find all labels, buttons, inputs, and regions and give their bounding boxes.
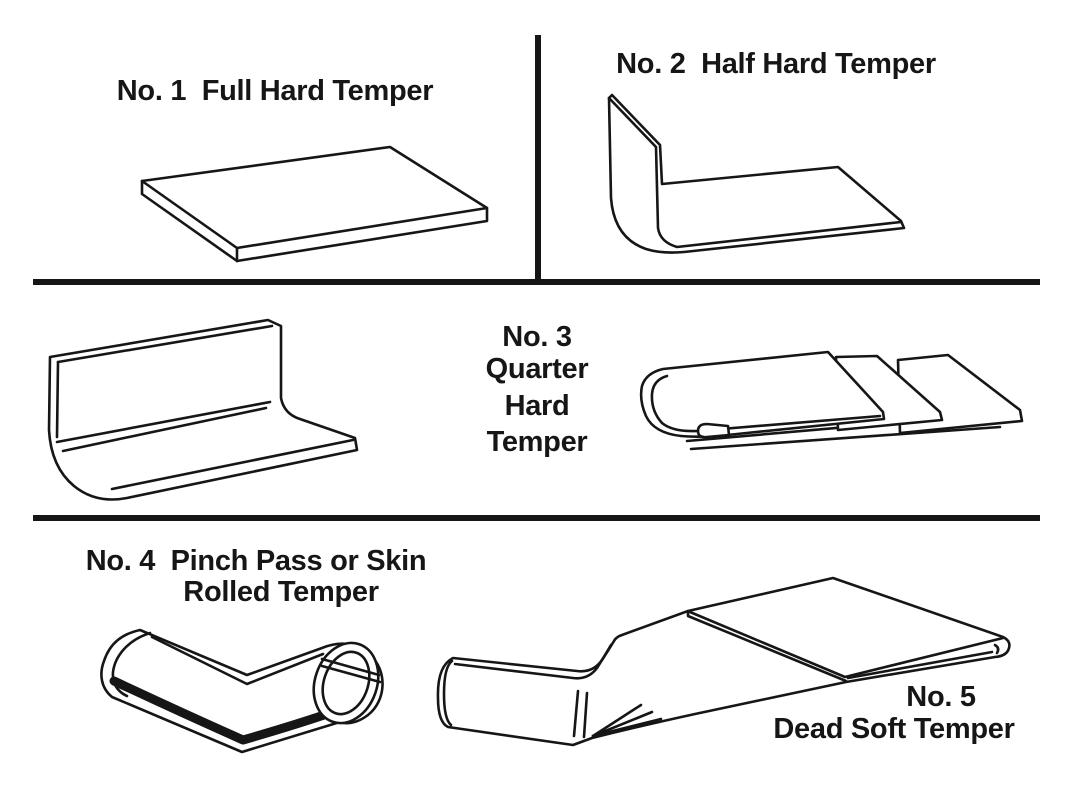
horizontal-divider-top — [33, 279, 1040, 285]
angle-flange-illustration — [47, 318, 359, 501]
flat-sheet-illustration — [140, 145, 489, 263]
label-no3-line2: Quarter — [485, 353, 589, 385]
vertical-divider — [535, 35, 541, 281]
rolled-sheet-illustration — [100, 628, 384, 754]
bent-sheet-illustration — [607, 93, 906, 254]
label-no3-line1: No. 3 — [502, 321, 572, 353]
label-no4-line2: Rolled Temper — [183, 576, 379, 608]
label-no3-line3: Hard — [504, 390, 570, 422]
label-no4-line1: No. 4 Pinch Pass or Skin — [85, 545, 427, 577]
label-no2: No. 2 Half Hard Temper — [616, 48, 936, 80]
label-no3-line4: Temper — [486, 426, 588, 458]
horizontal-divider-bottom — [33, 515, 1040, 521]
folded-sheet-illustration — [639, 350, 1024, 451]
label-no1: No. 1 Full Hard Temper — [116, 75, 434, 107]
label-no5-line2: Dead Soft Temper — [773, 713, 1015, 745]
label-no5-line1: No. 5 — [906, 681, 976, 713]
